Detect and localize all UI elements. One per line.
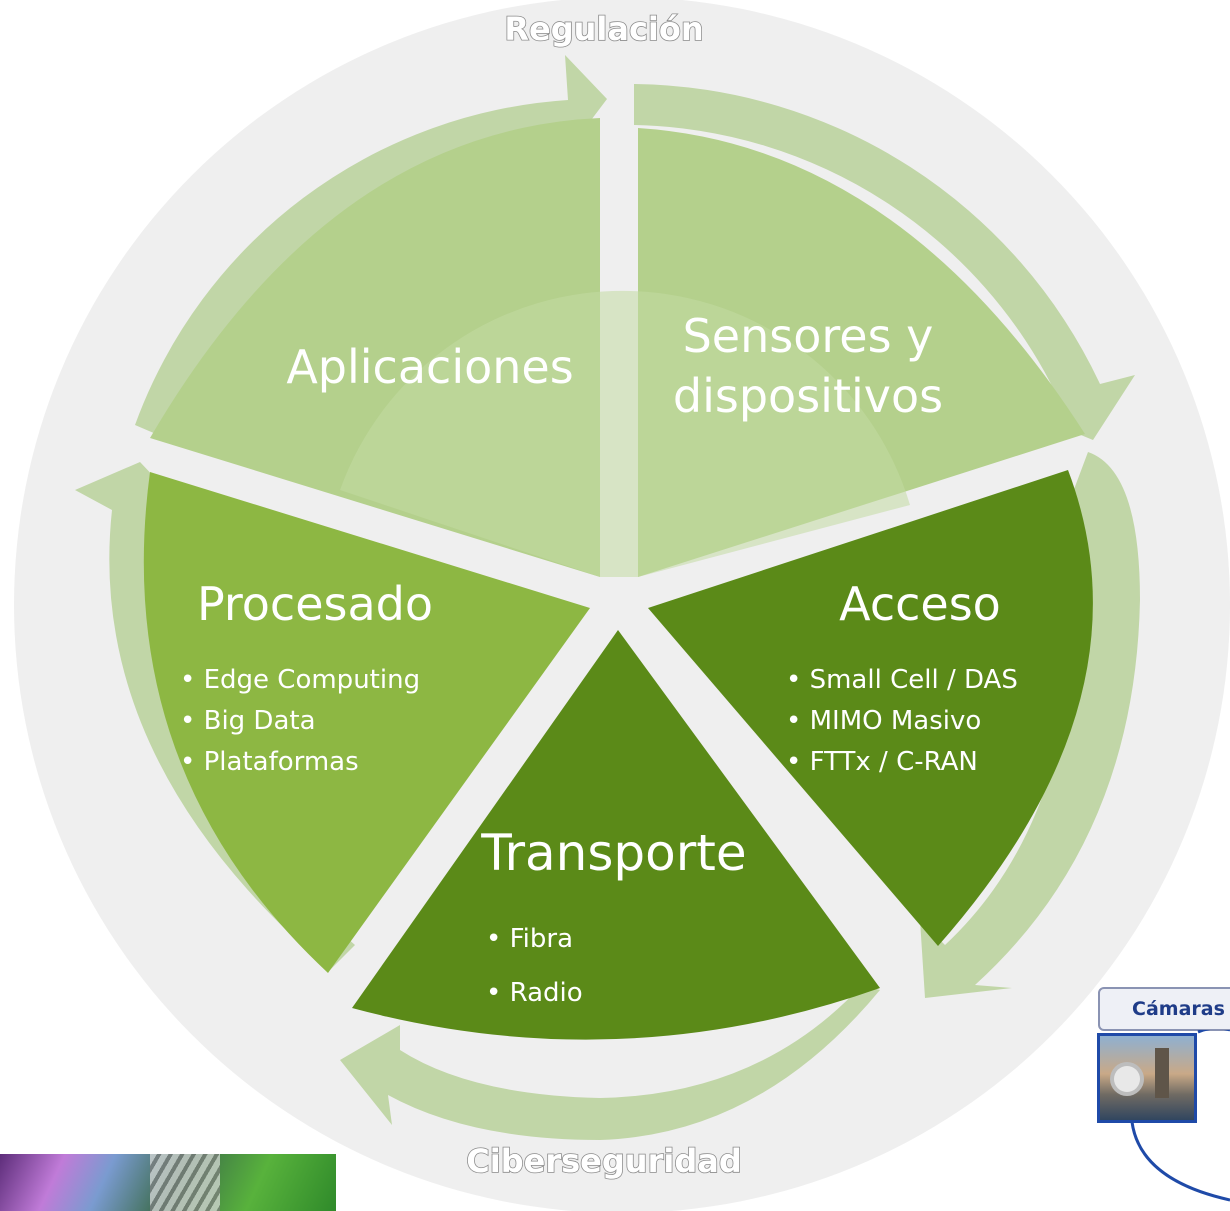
segment-title-sensores-1: Sensores y bbox=[683, 309, 934, 363]
segment-acceso-shape bbox=[648, 470, 1093, 946]
segment-procesado bbox=[143, 472, 590, 973]
bullet-transporte-1: • Fibra bbox=[486, 924, 573, 954]
segment-title-transporte: Transporte bbox=[480, 824, 746, 882]
ring-label-bottom: Ciberseguridad bbox=[466, 1142, 741, 1180]
segment-title-aplicaciones: Aplicaciones bbox=[286, 340, 573, 394]
diagram-texts: Regulación Ciberseguridad Aplicaciones Se… bbox=[180, 9, 1018, 1181]
arrow-bottom bbox=[340, 985, 880, 1140]
segment-title-sensores-2: dispositivos bbox=[673, 369, 943, 423]
segment-title-procesado: Procesado bbox=[197, 577, 433, 631]
bullet-procesado-3: • Plataformas bbox=[180, 747, 359, 777]
connector-line bbox=[1130, 1030, 1230, 1202]
bullet-acceso-3: • FTTx / C-RAN bbox=[786, 747, 978, 777]
fiber-optic-photo bbox=[0, 1154, 336, 1211]
bullet-procesado-1: • Edge Computing bbox=[180, 665, 420, 695]
inner-disc-highlight bbox=[340, 290, 910, 577]
bullet-acceso-2: • MIMO Masivo bbox=[786, 706, 981, 736]
bullet-transporte-2: • Radio bbox=[486, 978, 583, 1008]
segment-transporte-shape bbox=[352, 630, 880, 1040]
bullet-procesado-2: • Big Data bbox=[180, 706, 316, 736]
ring-label-top: Regulación bbox=[504, 10, 703, 48]
segment-procesado-shape bbox=[143, 472, 590, 973]
segment-transporte bbox=[352, 630, 880, 1040]
camera-thumbnail bbox=[1097, 1033, 1197, 1123]
cameras-label: Cámaras bbox=[1098, 987, 1230, 1031]
arrow-top-right bbox=[634, 84, 1135, 440]
segment-acceso bbox=[648, 470, 1093, 946]
bullet-acceso-1: • Small Cell / DAS bbox=[786, 665, 1018, 695]
segment-title-acceso: Acceso bbox=[839, 577, 1001, 631]
